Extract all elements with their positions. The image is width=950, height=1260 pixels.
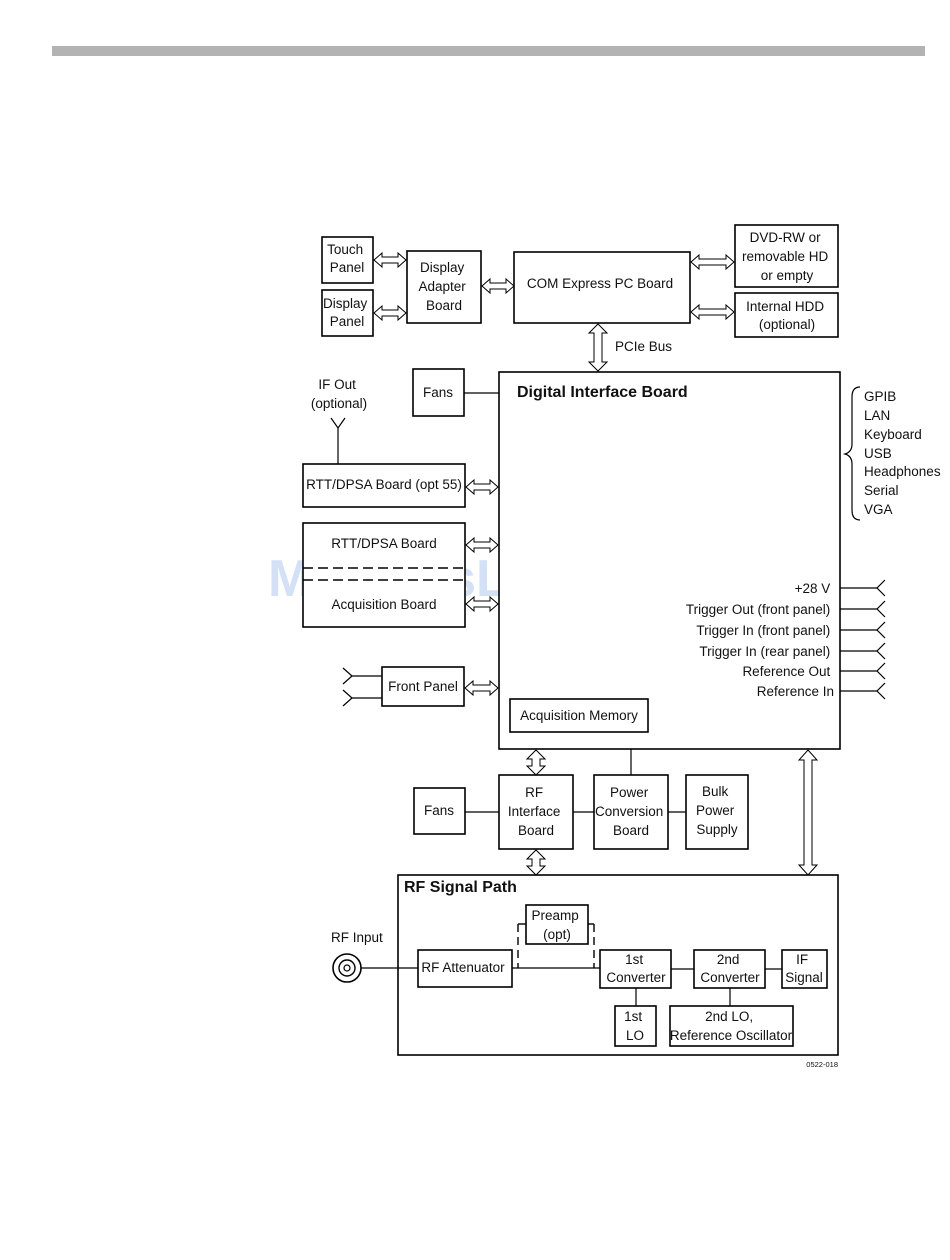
io-ports-list: GPIB LAN Keyboard USB Headphones Serial … [864,389,944,517]
fans-bottom-label: Fans [424,803,454,818]
adapter-com-arrow [481,277,515,295]
display-adapter-block [406,250,482,324]
dib-rf-path-arrow [797,749,819,876]
pcie-bus-label: PCIe Bus [615,339,672,354]
rf-attenuator-label: RF Attenuator [421,960,505,975]
display-panel-label: Display Panel [323,296,371,329]
front-panel-label: Front Panel [388,679,458,694]
touch-panel-block [321,236,374,284]
hdd-label: Internal HDD (optional) [746,299,828,332]
power-conversion-block [593,774,669,850]
rf-interface-block [498,774,574,850]
second-converter-block [693,949,766,989]
rtt-arrow [465,536,499,554]
rtt-acquisition-block [302,522,466,628]
fans-top-label: Fans [423,385,453,400]
acquisition-arrow [465,595,499,613]
display-adapter-label: Display Adapter Board [418,260,469,313]
front-panel-arrow [464,679,499,697]
touch-panel-label: Touch Panel [327,242,367,275]
rf-input-connector [332,953,418,983]
display-panel-block [321,289,374,337]
com-express-block [513,251,691,324]
preamp-label: Preamp (opt) [531,908,582,942]
hdd-block [734,292,839,338]
signal-connectors [840,579,886,700]
second-converter-label: 2nd Converter [700,952,760,985]
fans-bottom-block [413,787,466,835]
digital-interface-board-title: Digital Interface Board [517,384,688,401]
front-panel-inputs [342,667,382,707]
rf-signal-path-title: RF Signal Path [404,879,517,896]
rtt-opt55-label: RTT/DPSA Board (opt 55) [306,477,462,492]
figure-id: 0522-018 [806,1060,838,1069]
if-out-antenna [330,417,346,464]
first-lo-label: 1st LO [624,1009,646,1043]
fans-top-block [412,368,465,417]
preamp-bypass-path [517,923,595,968]
acquisition-label: Acquisition Board [331,597,436,612]
dvd-block [734,224,839,288]
io-ports-brace [842,386,861,521]
if-signal-label: IF Signal [785,952,823,985]
com-hdd-arrow [690,303,735,321]
rf-input-label: RF Input [331,930,383,945]
if-out-label: IF Out (optional) [311,377,367,411]
display-adapter-arrow [373,304,407,322]
rtt-opt55-arrow [465,478,499,496]
first-converter-block [599,949,672,989]
digital-interface-board [498,371,841,750]
rf-interface-rf-path-arrow [525,849,547,876]
pcie-bus-arrow [587,323,609,372]
second-lo-label: 2nd LO, Reference Oscillator [670,1009,793,1043]
header-rule [52,46,925,56]
first-converter-label: 1st Converter [606,952,666,985]
bulk-power-block [685,774,749,850]
if-signal-block [781,949,828,989]
rtt-opt55-block [302,463,466,508]
power-conversion-label: Power Conversion Board [595,785,667,838]
acquisition-memory-block [509,698,649,733]
rtt-label: RTT/DPSA Board [331,536,437,551]
bulk-power-label: Bulk Power Supply [696,784,738,837]
preamp-block [525,904,589,945]
second-lo-block [669,1005,794,1047]
acquisition-memory-label: Acquisition Memory [520,708,638,723]
dvd-label: DVD-RW or removable HD or empty [742,230,832,283]
com-express-label: COM Express PC Board [527,276,673,291]
front-panel-block [381,666,465,707]
signal-list: +28 V Trigger Out (front panel) Trigger … [686,581,834,699]
rf-interface-label: RF Interface Board [508,785,564,838]
dib-rf-interface-arrow [525,749,547,776]
com-dvd-arrow [690,253,735,271]
first-lo-block [614,1005,657,1047]
touch-adapter-arrow [373,251,407,269]
